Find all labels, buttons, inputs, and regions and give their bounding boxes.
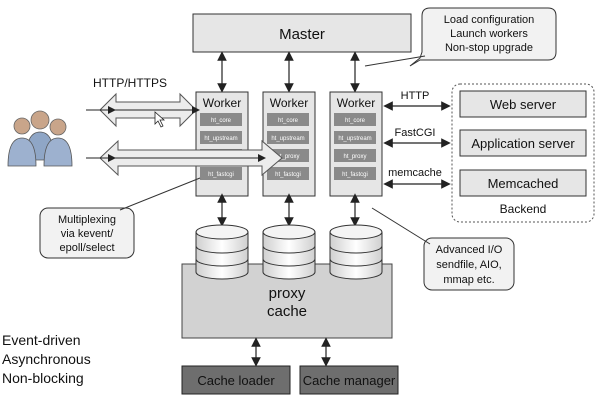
worker-1-title: Worker xyxy=(203,96,241,110)
callout-top-line-1: Load configuration xyxy=(444,14,535,26)
backend-application-server: Application server xyxy=(471,136,575,151)
protocol-fastcgi: FastCGI xyxy=(395,127,436,139)
worker-3-title: Worker xyxy=(337,96,375,110)
worker-3: Worker ht_core ht_upstream ht_proxy ht_f… xyxy=(329,91,383,197)
disk-1-icon xyxy=(195,224,249,280)
proxy-cache-line-2: cache xyxy=(267,303,307,320)
callout-io: Advanced I/O sendfile, AIO, mmap etc. xyxy=(371,207,515,291)
protocol-memcache: memcache xyxy=(388,167,442,179)
worker-1-module-4: ht_fastcgi xyxy=(208,172,234,178)
worker-2-module-3: ht_proxy xyxy=(276,154,299,160)
callout-multiplex-line-1: Multiplexing xyxy=(58,214,116,226)
worker-2-module-1: ht_core xyxy=(278,118,299,124)
worker-1-module-2: ht_upstream xyxy=(204,136,237,142)
callout-io-line-3: mmap etc. xyxy=(443,274,494,286)
worker-1-module-1: ht_core xyxy=(211,118,232,124)
callout-multiplex-line-2: via kevent/ xyxy=(61,228,115,240)
cache-manager-label: Cache manager xyxy=(303,373,396,388)
backend-label: Backend xyxy=(500,202,547,216)
cursor-icon xyxy=(154,111,166,128)
backend-web-server: Web server xyxy=(490,97,557,112)
worker-3-module-1: ht_core xyxy=(345,118,366,124)
cache-manager-box xyxy=(299,365,399,395)
master-box: Master xyxy=(192,13,412,53)
users-icon xyxy=(7,110,73,167)
worker-3-module-4: ht_fastcgi xyxy=(342,172,368,178)
callout-top: Load configuration Launch workers Non-st… xyxy=(364,7,557,67)
disk-3-icon xyxy=(329,224,383,280)
feature-non-blocking: Non-blocking xyxy=(2,370,84,386)
http-https-label: HTTP/HTTPS xyxy=(93,76,167,90)
worker-3-module-2: ht_upstream xyxy=(338,136,371,142)
cache-loader-label: Cache loader xyxy=(197,373,275,388)
callout-multiplex-line-3: epoll/select xyxy=(59,242,114,254)
backend-memcached: Memcached xyxy=(488,176,559,191)
worker-1: Worker ht_core ht_upstream ht_proxy ht_f… xyxy=(195,91,249,197)
worker-3-module-3: ht_proxy xyxy=(343,154,366,160)
worker-2-module-4: ht_fastcgi xyxy=(275,172,301,178)
callout-top-line-3: Non-stop upgrade xyxy=(445,42,533,54)
callout-io-line-1: Advanced I/O xyxy=(436,244,503,256)
backend-group: Web server Application server Memcached … xyxy=(451,83,595,223)
worker-2-title: Worker xyxy=(270,96,308,110)
cache-loader-box xyxy=(181,365,291,395)
worker-2: Worker ht_core ht_upstream ht_proxy ht_f… xyxy=(262,91,316,197)
feature-event-driven: Event-driven xyxy=(2,332,81,348)
protocol-http: HTTP xyxy=(401,90,430,102)
callout-multiplex: Multiplexing via kevent/ epoll/select xyxy=(39,177,201,259)
feature-asynchronous: Asynchronous xyxy=(2,351,91,367)
master-label: Master xyxy=(279,26,325,43)
callout-top-line-2: Launch workers xyxy=(450,28,528,40)
disk-2-icon xyxy=(262,224,316,280)
proxy-cache-line-1: proxy xyxy=(269,285,306,302)
worker-2-module-2: ht_upstream xyxy=(271,136,304,142)
callout-io-line-2: sendfile, AIO, xyxy=(436,259,501,271)
